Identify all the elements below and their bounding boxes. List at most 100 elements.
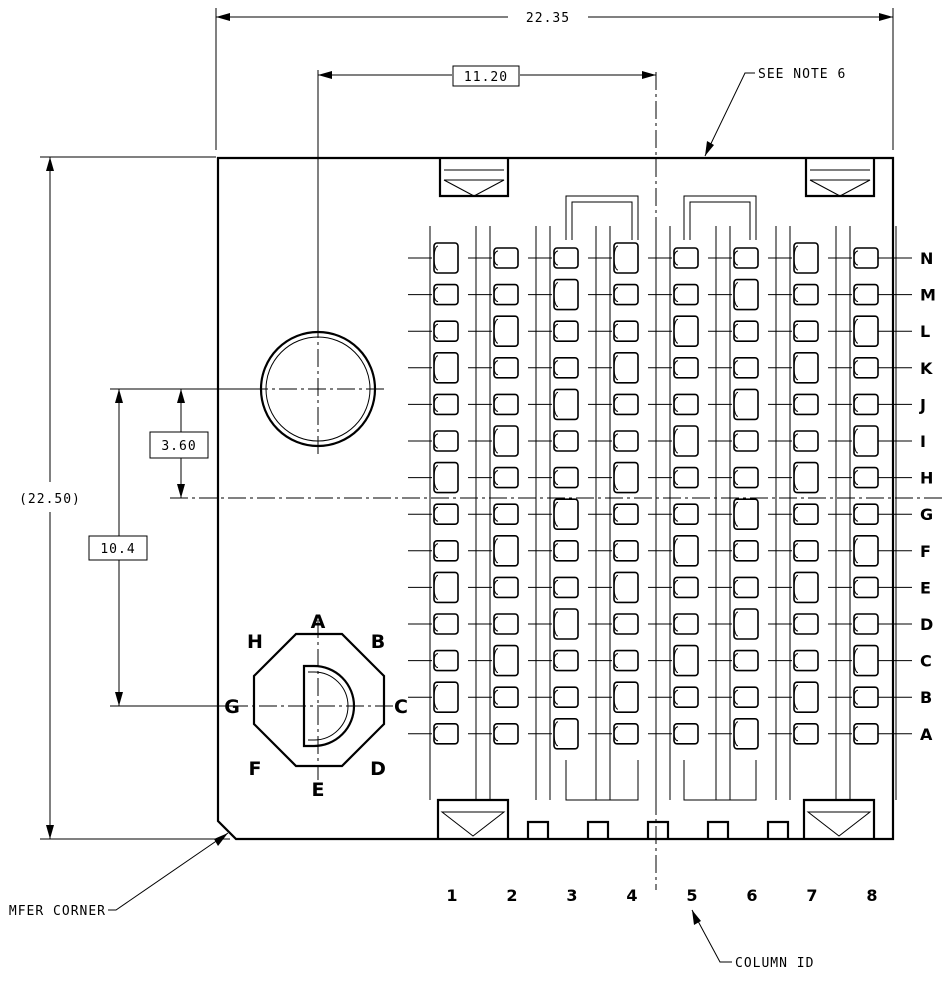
contact-curve bbox=[673, 726, 679, 742]
row-label-h: H bbox=[920, 469, 933, 488]
contact-curve bbox=[673, 287, 679, 303]
contact-7j bbox=[768, 393, 819, 416]
contact-6f bbox=[708, 539, 759, 562]
contact-curve bbox=[793, 543, 799, 559]
contact-6h bbox=[708, 466, 759, 489]
contact-curve bbox=[433, 465, 439, 491]
overall-height-dimension: (22.50) bbox=[19, 156, 230, 840]
contact-curve bbox=[493, 318, 499, 344]
contact-curve bbox=[553, 579, 559, 595]
contact-1m bbox=[408, 283, 459, 306]
contact-body bbox=[613, 571, 639, 604]
contact-3b bbox=[528, 686, 579, 709]
overall-width-dimension: 22.35 bbox=[215, 8, 894, 150]
contact-7a bbox=[768, 722, 819, 745]
contact-body bbox=[793, 242, 819, 274]
contact-curve bbox=[673, 506, 679, 522]
contact-1i bbox=[408, 430, 459, 452]
contact-7i bbox=[768, 430, 819, 452]
key-label-h: H bbox=[247, 631, 263, 653]
contact-7h bbox=[768, 461, 819, 494]
contact-6m bbox=[708, 278, 759, 311]
contact-3j bbox=[528, 388, 579, 421]
column-label-3: 3 bbox=[566, 886, 577, 905]
contact-curve bbox=[793, 653, 799, 669]
contact-5l bbox=[648, 315, 699, 348]
contact-curve bbox=[673, 538, 679, 564]
contact-curve bbox=[673, 648, 679, 674]
contact-curve bbox=[733, 611, 739, 637]
contact-curve bbox=[853, 726, 859, 742]
row-label-l: L bbox=[920, 322, 930, 341]
contact-6e bbox=[708, 576, 759, 599]
contact-curve bbox=[553, 433, 559, 449]
contact-8f bbox=[828, 534, 879, 567]
contact-curve bbox=[613, 574, 619, 600]
contact-3e bbox=[528, 576, 579, 599]
contact-body bbox=[553, 278, 579, 311]
contact-curve bbox=[793, 287, 799, 303]
contact-curve bbox=[853, 396, 859, 412]
contact-body bbox=[433, 351, 459, 384]
contact-curve bbox=[853, 470, 859, 486]
contact-body bbox=[673, 425, 699, 457]
contact-curve bbox=[433, 287, 439, 303]
column-label-5: 5 bbox=[686, 886, 697, 905]
row-label-m: M bbox=[920, 286, 936, 305]
contact-7e bbox=[768, 571, 819, 604]
contact-curve bbox=[493, 428, 499, 454]
contact-body bbox=[733, 717, 759, 750]
contact-body bbox=[493, 534, 519, 567]
contact-1a bbox=[408, 722, 459, 745]
contact-curve bbox=[493, 396, 499, 412]
contact-curve bbox=[433, 543, 439, 559]
contact-4b bbox=[588, 681, 639, 714]
contact-curve bbox=[493, 470, 499, 486]
key-label-g: G bbox=[224, 696, 240, 718]
contact-6d bbox=[708, 608, 759, 640]
contact-curve bbox=[433, 726, 439, 742]
contact-curve bbox=[553, 360, 559, 376]
contact-1e bbox=[408, 571, 459, 604]
contact-curve bbox=[793, 396, 799, 412]
contact-7d bbox=[768, 613, 819, 635]
overall-height-label: (22.50) bbox=[19, 492, 81, 507]
row-label-a: A bbox=[920, 725, 933, 744]
connector-body bbox=[216, 156, 895, 841]
row-label-c: C bbox=[920, 652, 932, 671]
contact-curve bbox=[733, 391, 739, 417]
contact-8n bbox=[828, 247, 879, 269]
contact-curve bbox=[613, 433, 619, 449]
contact-curve bbox=[553, 653, 559, 669]
chamfer-note-label: MFER CORNER bbox=[9, 904, 106, 919]
note-6-leader: SEE NOTE 6 bbox=[704, 67, 845, 157]
row-label-n: N bbox=[920, 249, 933, 268]
contact-6a bbox=[708, 717, 759, 750]
contact-body bbox=[733, 608, 759, 640]
contact-1g bbox=[408, 503, 459, 526]
contact-curve bbox=[613, 543, 619, 559]
contact-5b bbox=[648, 686, 699, 709]
contact-2a bbox=[468, 722, 519, 745]
contact-7g bbox=[768, 503, 819, 526]
contact-1h bbox=[408, 461, 459, 494]
contact-curve bbox=[433, 574, 439, 600]
contact-curve bbox=[433, 433, 439, 449]
contact-curve bbox=[853, 648, 859, 674]
contact-2b bbox=[468, 686, 519, 709]
contact-curve bbox=[853, 689, 859, 705]
column-label-2: 2 bbox=[506, 886, 517, 905]
contact-curve bbox=[553, 501, 559, 527]
contact-curve bbox=[793, 616, 799, 632]
contact-body bbox=[853, 315, 879, 348]
row-label-e: E bbox=[920, 578, 931, 597]
contact-5a bbox=[648, 722, 699, 745]
contact-body bbox=[433, 681, 459, 714]
contact-4l bbox=[588, 320, 639, 343]
contact-5f bbox=[648, 534, 699, 567]
contact-3i bbox=[528, 430, 579, 452]
contact-curve bbox=[553, 689, 559, 705]
contact-5k bbox=[648, 356, 699, 379]
